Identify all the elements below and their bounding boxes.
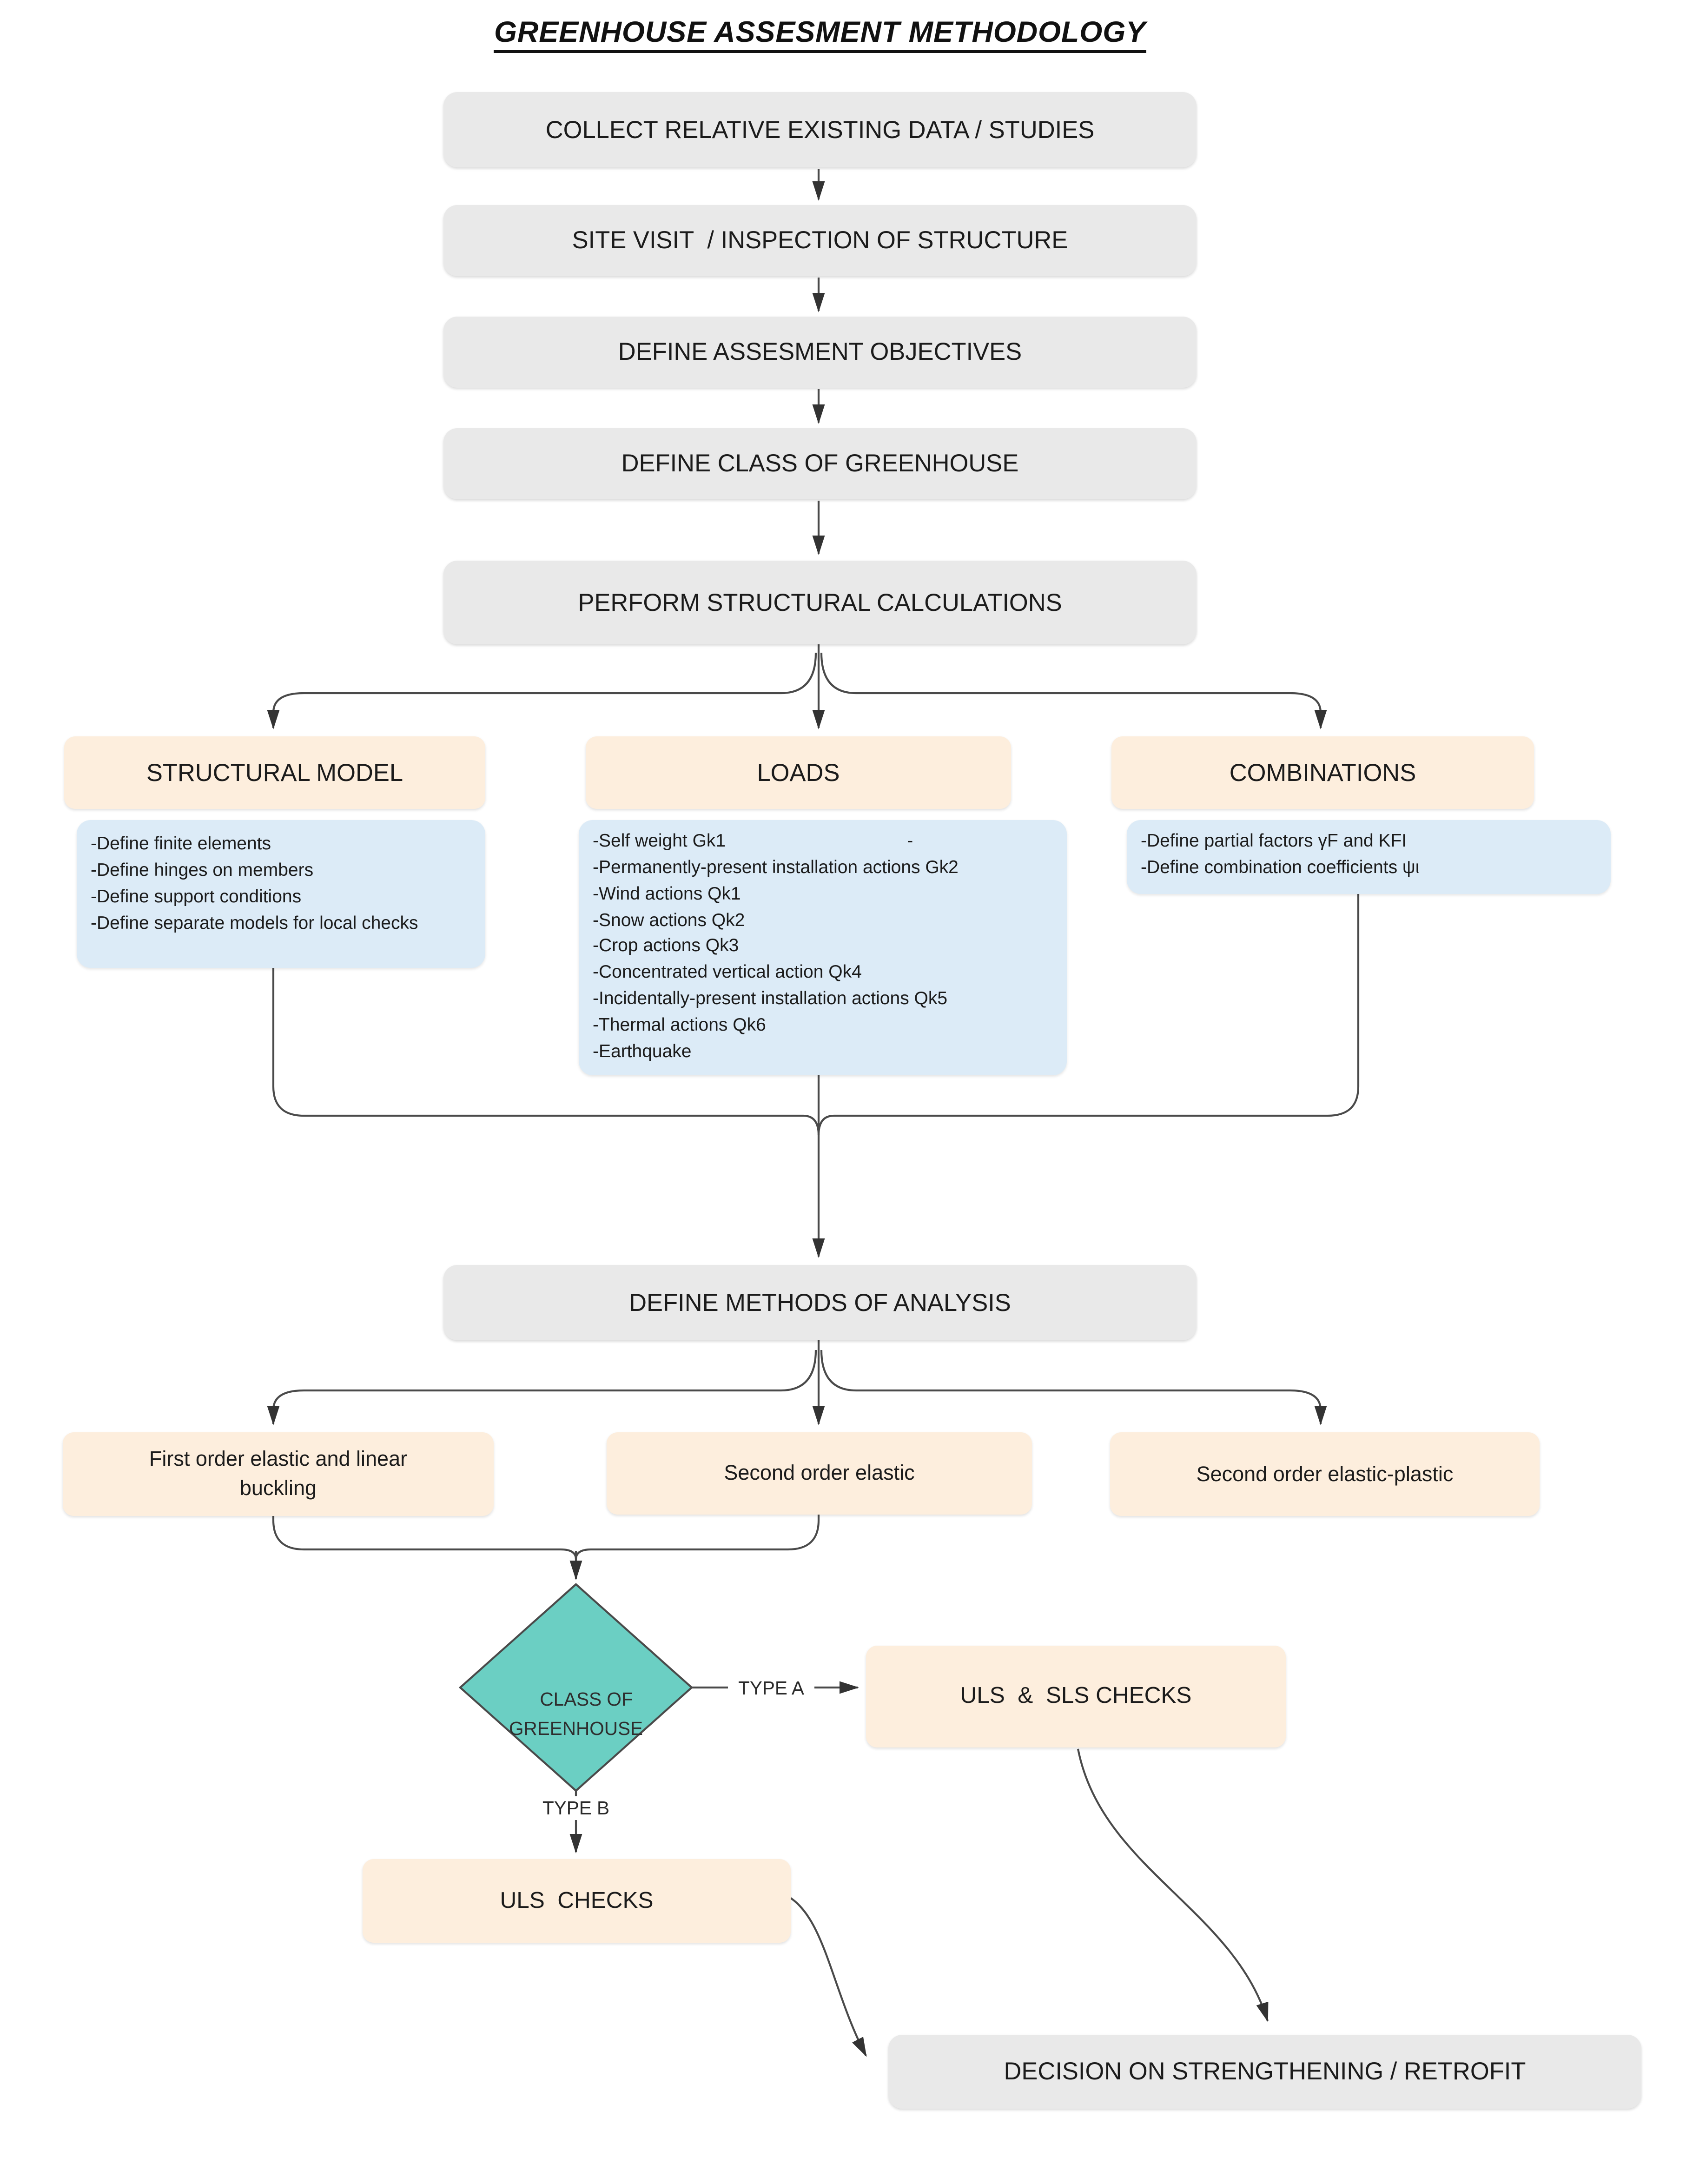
uls-checks-box: ULS CHECKS	[363, 1859, 791, 1943]
merge-structural-model	[272, 968, 820, 1136]
step-site-visit: SITE VISIT / INSPECTION OF STRUCTURE	[443, 205, 1197, 276]
curve-uls-to-decision	[790, 1897, 867, 2057]
branch-loads: LOADS	[586, 736, 1011, 809]
step-define-class: DEFINE CLASS OF GREENHOUSE	[443, 428, 1197, 499]
loads-details: -Self weight Gk1 - -Permanently-present …	[579, 820, 1067, 1075]
method-first-order-label: First order elastic and linear buckling	[149, 1448, 413, 1501]
step-collect-data: COLLECT RELATIVE EXISTING DATA / STUDIES	[443, 92, 1197, 167]
class-of-greenhouse-diamond	[458, 1583, 694, 1792]
page-title: GREENHOUSE ASSESMENT METHODOLOGY	[443, 17, 1197, 53]
split-methods-left	[267, 1350, 817, 1425]
uls-sls-checks-box: ULS & SLS CHECKS	[866, 1646, 1286, 1747]
curve-ulssls-to-decision	[1077, 1748, 1269, 2022]
method-second-order-elastic: Second order elastic	[607, 1432, 1032, 1515]
step-assessment-objectives-label: DEFINE ASSESMENT OBJECTIVES	[618, 338, 1022, 365]
merge-second-order	[575, 1515, 820, 1560]
step-site-visit-label: SITE VISIT / INSPECTION OF STRUCTURE	[572, 226, 1068, 254]
uls-checks-label: ULS CHECKS	[500, 1887, 654, 1913]
method-first-order: First order elastic and linear buckling	[63, 1432, 494, 1516]
branch-structural-model: STRUCTURAL MODEL	[64, 736, 485, 809]
edge-label-type-a-text: TYPE A	[738, 1678, 804, 1699]
merge-combinations	[817, 894, 1360, 1136]
step-methods-of-analysis: DEFINE METHODS OF ANALYSIS	[443, 1265, 1197, 1340]
decision-class-of-greenhouse: CLASS OF GREENHOUSE	[464, 1658, 688, 1771]
step-structural-calculations-label: PERFORM STRUCTURAL CALCULATIONS	[578, 588, 1062, 616]
loads-details-text: -Self weight Gk1 - -Permanently-present …	[593, 830, 959, 1061]
step-collect-data-label: COLLECT RELATIVE EXISTING DATA / STUDIES	[545, 115, 1095, 143]
branch-structural-model-label: STRUCTURAL MODEL	[146, 758, 403, 786]
method-second-order-elastic-label: Second order elastic	[724, 1462, 915, 1485]
step-final-decision: DECISION ON STRENGTHENING / RETROFIT	[888, 2035, 1641, 2109]
structural-model-details-text: -Define finite elements -Define hinges o…	[91, 833, 418, 933]
step-structural-calculations: PERFORM STRUCTURAL CALCULATIONS	[443, 561, 1197, 644]
split-calculations-left	[267, 652, 817, 729]
combinations-details-text: -Define partial factors γF and KFI -Defi…	[1141, 830, 1420, 877]
structural-model-details: -Define finite elements -Define hinges o…	[77, 820, 485, 968]
step-final-decision-label: DECISION ON STRENGTHENING / RETROFIT	[1004, 2057, 1526, 2085]
combinations-details: -Define partial factors γF and KFI -Defi…	[1127, 820, 1611, 894]
page-title-text: GREENHOUSE ASSESMENT METHODOLOGY	[494, 17, 1146, 53]
method-second-order-elastic-plastic: Second order elastic-plastic	[1110, 1432, 1540, 1516]
branch-combinations-label: COMBINATIONS	[1229, 758, 1416, 786]
split-methods-right	[820, 1350, 1327, 1425]
uls-sls-checks-label: ULS & SLS CHECKS	[960, 1683, 1192, 1708]
branch-loads-label: LOADS	[757, 758, 840, 786]
edge-label-type-b: TYPE B	[533, 1796, 619, 1820]
branch-combinations: COMBINATIONS	[1111, 736, 1534, 809]
decision-class-of-greenhouse-label: CLASS OF GREENHOUSE	[509, 1689, 643, 1739]
step-methods-of-analysis-label: DEFINE METHODS OF ANALYSIS	[629, 1288, 1011, 1316]
step-assessment-objectives: DEFINE ASSESMENT OBJECTIVES	[443, 317, 1197, 388]
step-define-class-label: DEFINE CLASS OF GREENHOUSE	[621, 449, 1019, 477]
edge-label-type-a: TYPE A	[728, 1676, 814, 1700]
edge-label-type-b-text: TYPE B	[542, 1798, 609, 1819]
split-calculations-right	[820, 652, 1327, 729]
method-second-order-elastic-plastic-label: Second order elastic-plastic	[1196, 1462, 1454, 1486]
merge-first-order	[272, 1516, 577, 1560]
